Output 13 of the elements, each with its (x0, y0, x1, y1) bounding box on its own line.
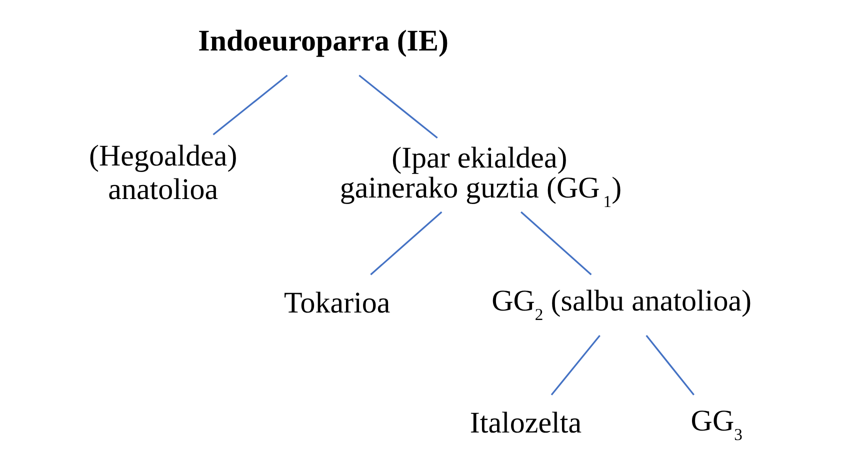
node-text: GG$_{2}$ (salbu anatolioa) (491, 284, 752, 324)
node-text: (Ipar ekialdea) gainerako guztia (GG$_{1}$) (339, 141, 622, 211)
node-text: Indoeuroparra (IE) (198, 24, 448, 58)
connector (358, 74, 438, 139)
connector (520, 211, 592, 276)
node-text: Italozelta (469, 406, 582, 440)
node-text: Tokarioa (284, 286, 390, 320)
node-text: (Hegoaldea) anatolioa (88, 140, 237, 206)
connector (550, 335, 600, 396)
node-text: GG$_{3}$ (690, 404, 742, 444)
connector (370, 211, 442, 276)
connector (645, 335, 694, 396)
connector (212, 74, 288, 136)
